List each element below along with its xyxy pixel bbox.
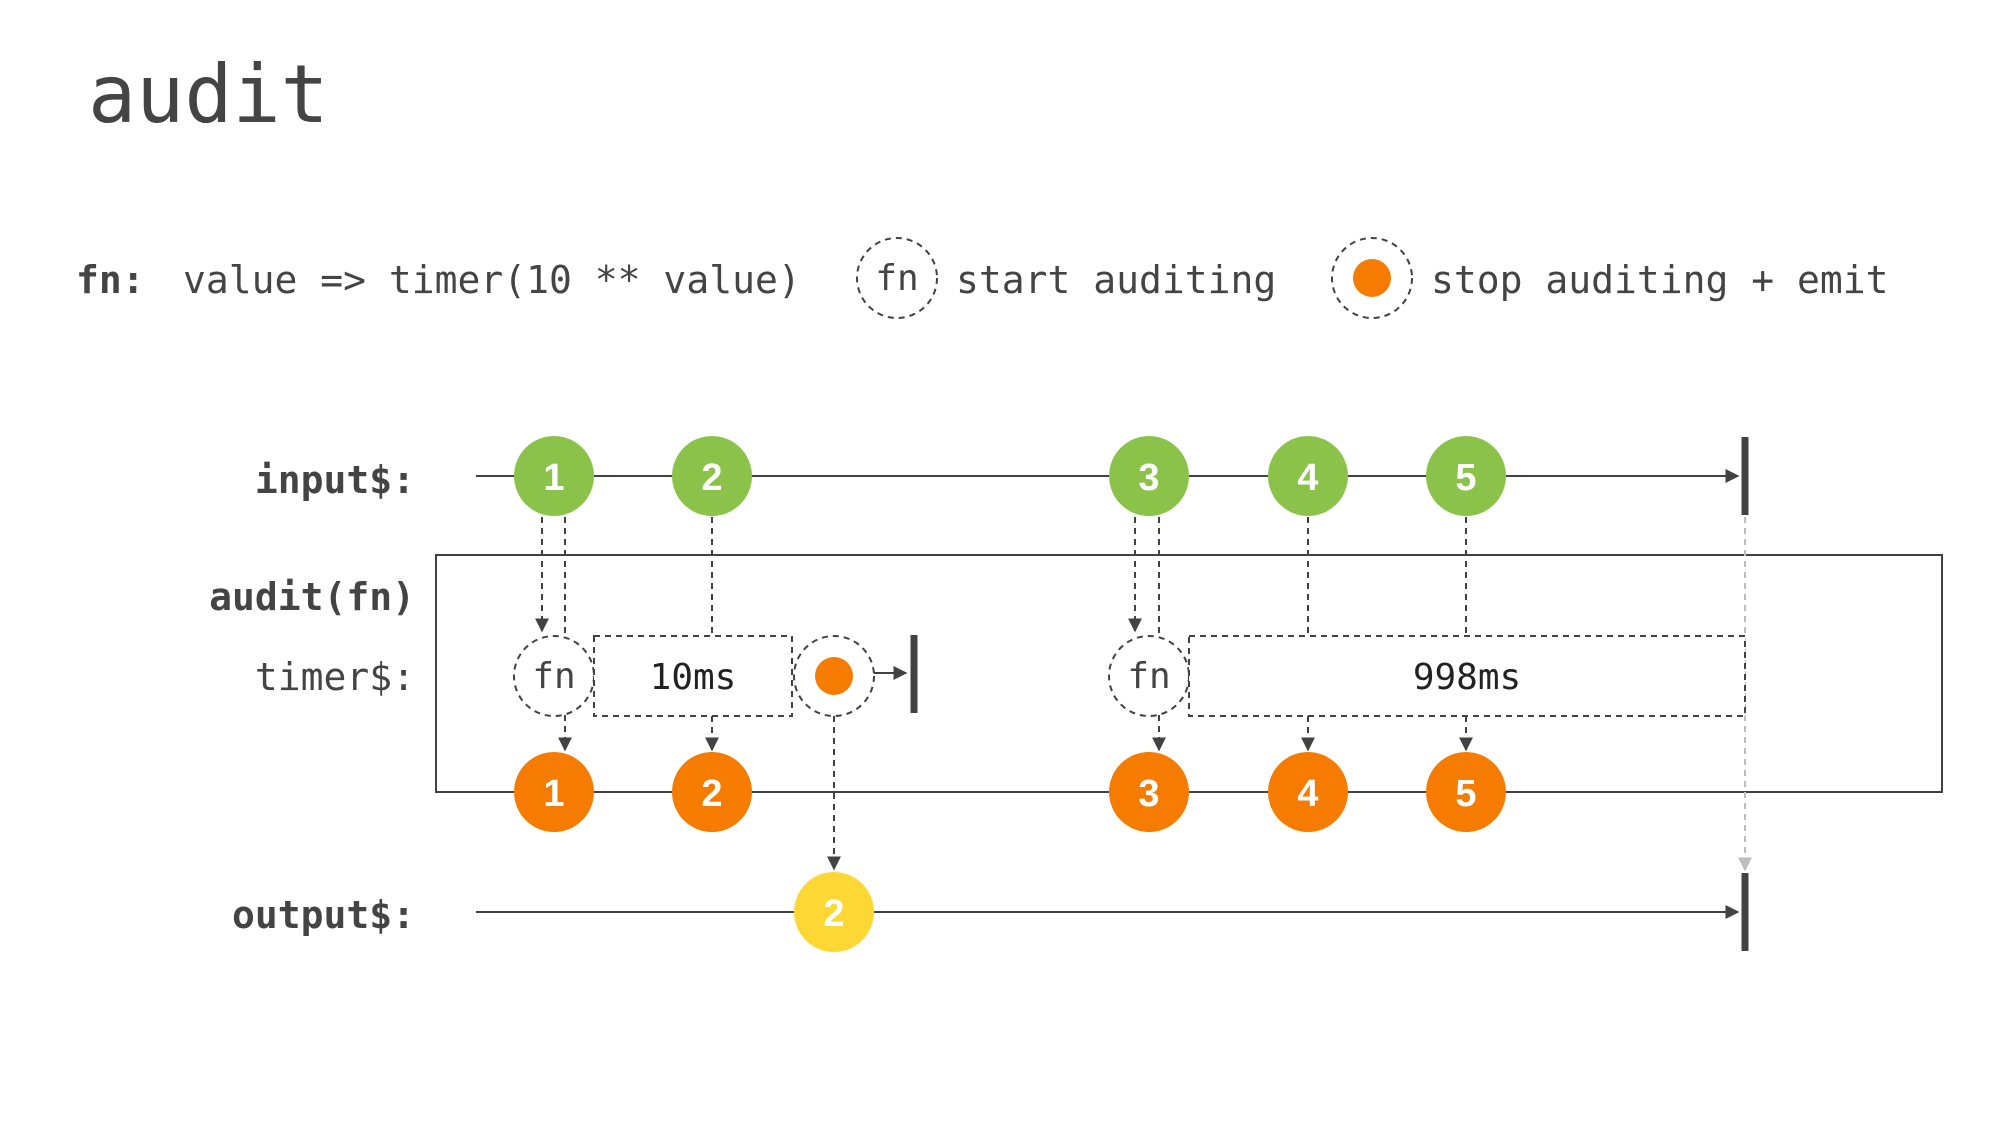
inner-marble-2: 2: [672, 752, 752, 832]
input-marble-4-circle: [1268, 436, 1348, 516]
input-marble-1-value: 1: [543, 457, 564, 499]
inner-marble-4-value: 4: [1297, 773, 1318, 815]
legend-fn-code: value => timer(10 ** value): [183, 258, 801, 302]
inner-marble-3-circle: [1109, 752, 1189, 832]
input-marble-1: 1: [514, 436, 594, 516]
inner-marble-4-circle: [1268, 752, 1348, 832]
timer-1-emit-dot: [815, 657, 853, 695]
input-label: input$:: [255, 458, 415, 502]
inner-marble-3-value: 3: [1138, 773, 1159, 815]
inner-marble-2-circle: [672, 752, 752, 832]
timer-2-fn-label: fn: [1127, 656, 1170, 697]
input-marble-4-value: 4: [1297, 457, 1318, 499]
legend-start-symbol-label: fn: [875, 258, 918, 299]
inner-marble-5-circle: [1426, 752, 1506, 832]
timer-2: fn 998ms: [1108, 635, 1746, 717]
output-marble-1: 2: [794, 872, 874, 952]
input-marble-5: 5: [1426, 436, 1506, 516]
legend-start-text: start auditing: [956, 258, 1276, 302]
inner-marbles: 1 2 3 4 5: [514, 752, 1506, 832]
timer-1: fn 10ms: [513, 635, 918, 717]
page-title: audit: [88, 48, 329, 141]
inner-marble-5-value: 5: [1455, 773, 1476, 815]
output-marble-1-circle: [794, 872, 874, 952]
legend-start-symbol: [856, 237, 938, 319]
output-marble-1-value: 2: [823, 893, 844, 935]
timer-1-fn-label: fn: [532, 656, 575, 697]
output-label: output$:: [232, 893, 415, 937]
legend-fn-label: fn:: [76, 258, 145, 302]
input-marbles: 1 2 3 4 5: [514, 436, 1506, 516]
connectors: [535, 517, 1473, 871]
input-marble-2: 2: [672, 436, 752, 516]
legend: fn: value => timer(10 ** value) fn start…: [76, 237, 1889, 319]
legend-stop-text: stop auditing + emit: [1431, 258, 1889, 302]
inner-marble-4: 4: [1268, 752, 1348, 832]
timer-label: timer$:: [255, 655, 415, 699]
operator-label: audit(fn): [209, 575, 415, 619]
inner-marble-1-circle: [514, 752, 594, 832]
inner-marble-5: 5: [1426, 752, 1506, 832]
inner-marble-3: 3: [1109, 752, 1189, 832]
timer-1-duration-box: [593, 635, 793, 717]
input-marble-4: 4: [1268, 436, 1348, 516]
input-marble-5-value: 5: [1455, 457, 1476, 499]
legend-emit-dot: [1353, 259, 1391, 297]
input-marble-2-value: 2: [701, 457, 722, 499]
input-marble-3: 3: [1109, 436, 1189, 516]
input-marble-3-value: 3: [1138, 457, 1159, 499]
input-marble-3-circle: [1109, 436, 1189, 516]
timer-2-duration-box: [1188, 635, 1746, 717]
input-marble-2-circle: [672, 436, 752, 516]
timer-2-duration: 998ms: [1413, 657, 1521, 698]
inner-marble-1-value: 1: [543, 773, 564, 815]
input-marble-5-circle: [1426, 436, 1506, 516]
timer-1-duration: 10ms: [650, 657, 737, 698]
output-marbles: 2: [794, 872, 874, 952]
input-marble-1-circle: [514, 436, 594, 516]
inner-marble-2-value: 2: [701, 773, 722, 815]
inner-marble-1: 1: [514, 752, 594, 832]
